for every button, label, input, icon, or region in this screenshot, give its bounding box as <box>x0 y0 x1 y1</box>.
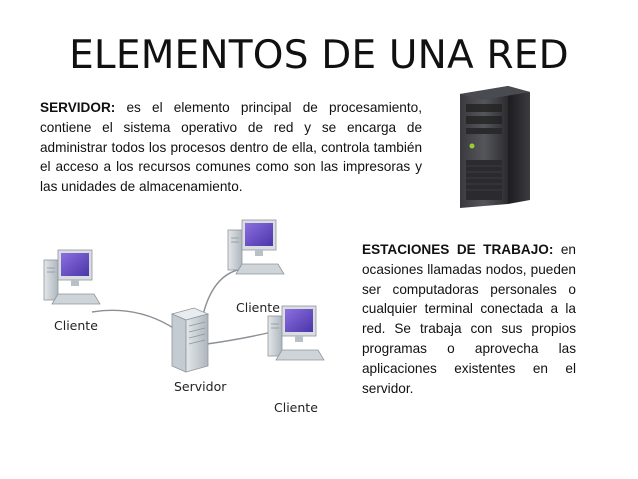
page-title: ELEMENTOS DE UNA RED <box>69 33 569 78</box>
server-label: Servidor <box>174 379 227 394</box>
client-label-top: Cliente <box>236 300 280 315</box>
workstation-icon <box>43 249 101 305</box>
servidor-description: SERVIDOR: es el elemento principal de pr… <box>40 98 422 197</box>
network-diagram <box>43 219 325 373</box>
servidor-label: SERVIDOR: <box>40 100 116 115</box>
server-tower-icon <box>460 86 530 208</box>
workstation-icon <box>227 219 285 275</box>
client-label-right: Cliente <box>274 400 318 415</box>
estaciones-text: en ocasiones llamadas nodos, pueden ser … <box>362 242 576 396</box>
estaciones-description: ESTACIONES DE TRABAJO: en ocasiones llam… <box>362 240 576 398</box>
estaciones-label: ESTACIONES DE TRABAJO: <box>362 242 554 257</box>
network-server-icon <box>170 307 210 373</box>
client-label-left: Cliente <box>54 318 98 333</box>
servidor-text: es el elemento principal de procesamient… <box>40 100 422 195</box>
